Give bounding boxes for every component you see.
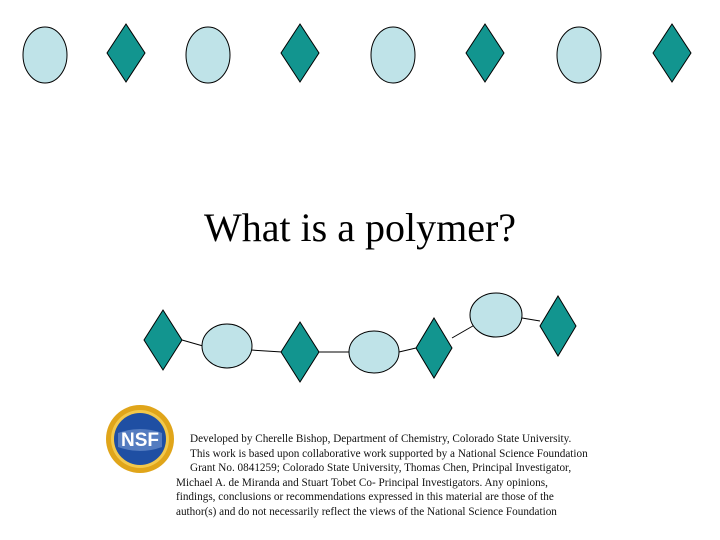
monomer-diamond-icon bbox=[415, 317, 453, 379]
monomer-diamond-icon bbox=[106, 23, 146, 83]
monomer-diamond-icon bbox=[280, 321, 320, 383]
credit-line: author(s) and do not necessarily reflect… bbox=[176, 505, 557, 518]
bond-line bbox=[181, 339, 204, 347]
monomer-oval-icon bbox=[185, 26, 231, 84]
credit-line: Michael A. de Miranda and Stuart Tobet C… bbox=[176, 476, 548, 489]
monomer-diamond-icon bbox=[465, 23, 505, 83]
monomer-diamond-icon bbox=[652, 23, 692, 83]
bond-line bbox=[521, 317, 541, 322]
monomer-oval-icon bbox=[556, 26, 602, 84]
credit-line: Developed by Cherelle Bishop, Department… bbox=[190, 433, 572, 445]
bond-line bbox=[250, 349, 283, 353]
monomer-diamond-icon bbox=[539, 295, 577, 357]
credit-line: findings, conclusions or recommendations… bbox=[176, 491, 554, 504]
monomer-diamond-icon bbox=[280, 23, 320, 83]
nsf-logo-icon: NSF bbox=[106, 405, 174, 473]
credit-text: Developed by Cherelle Bishop, Department… bbox=[176, 432, 606, 520]
monomer-oval-icon bbox=[348, 330, 400, 374]
monomer-oval-icon bbox=[201, 323, 253, 369]
monomer-oval-icon bbox=[370, 26, 416, 84]
nsf-logo-text: NSF bbox=[121, 430, 159, 451]
monomer-row bbox=[22, 23, 692, 84]
credit-line: Grant No. 0841259; Colorado State Univer… bbox=[190, 462, 572, 475]
slide-title: What is a polymer? bbox=[203, 205, 517, 250]
monomer-oval-icon bbox=[469, 292, 523, 338]
nsf-globe-band bbox=[118, 429, 162, 451]
polymer-chain bbox=[143, 292, 577, 383]
credit-line: This work is based upon collaborative wo… bbox=[190, 447, 588, 460]
bond-line bbox=[398, 347, 417, 353]
monomer-oval-icon bbox=[22, 26, 68, 84]
monomer-diamond-icon bbox=[143, 309, 183, 371]
